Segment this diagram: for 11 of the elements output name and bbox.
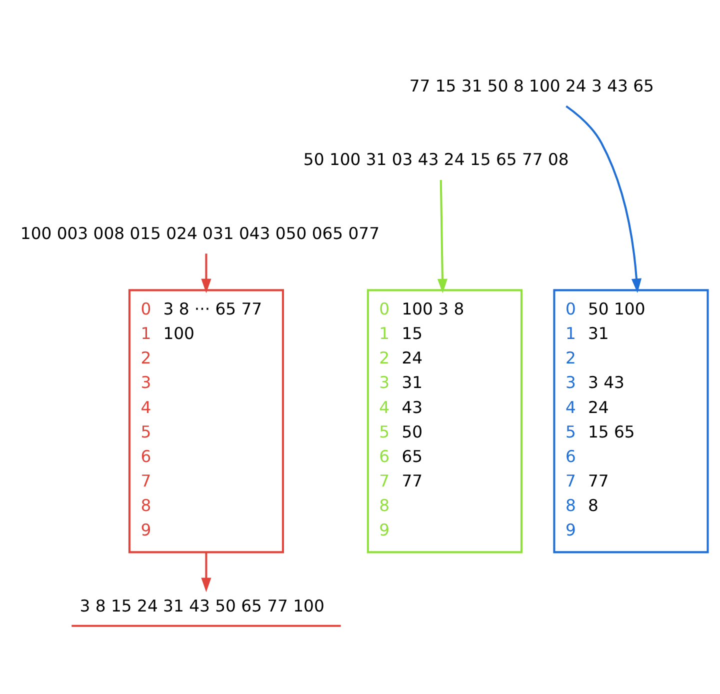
arrow [201,552,212,592]
arrow [437,179,448,293]
node-text: 3 8 15 24 31 43 50 65 77 100 [80,596,324,615]
arrow [201,253,212,293]
node-text: 77 15 31 50 8 100 24 3 43 65 [409,76,654,95]
node-text: 50 100 31 03 43 24 15 65 77 08 [303,150,569,169]
node-text: 100 003 008 015 024 031 043 050 065 077 [20,223,380,242]
node-box: 0 100 3 8 1 15 2 24 3 31 4 43 5 50 6 65 7 77 8 9 [366,288,522,553]
node-box: 0 3 8 ··· 65 77 1 100 2 3 4 5 6 7 8 9 [128,288,284,553]
node-box: 0 50 100 1 31 2 3 3 43 4 24 5 15 65 6 7 77 8 8 9 [553,288,709,553]
arrow [566,104,642,292]
